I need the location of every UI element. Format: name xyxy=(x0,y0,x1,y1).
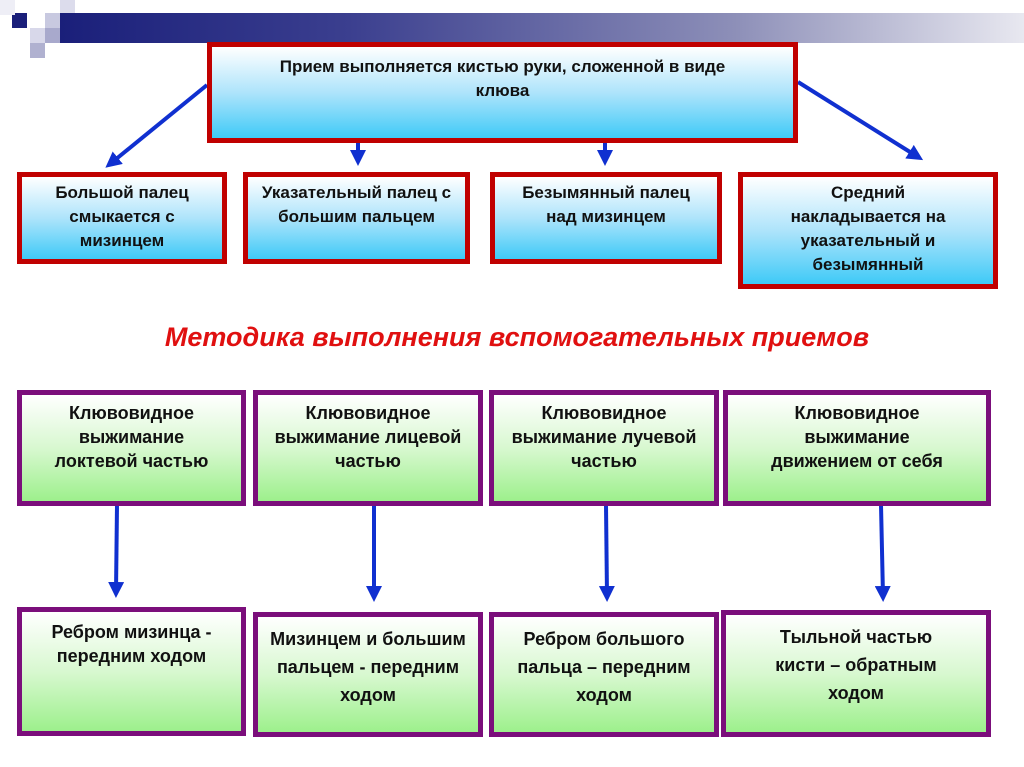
technique-box: Клювовидное выжимание движением от себя xyxy=(723,390,991,506)
result-box: Ребром мизинца - передним ходом xyxy=(17,607,246,736)
technique-box: Клювовидное выжимание локтевой частью xyxy=(17,390,246,506)
finger-box: Средний накладывается на указательный и … xyxy=(738,172,998,289)
top-box: Прием выполняется кистью руки, сложенной… xyxy=(207,42,798,143)
arrow xyxy=(874,504,891,602)
arrow xyxy=(108,504,125,598)
technique-box: Клювовидное выжимание лучевой частью xyxy=(489,390,719,506)
arrow xyxy=(796,80,924,161)
section-title: Методика выполнения вспомогательных прие… xyxy=(164,322,870,352)
finger-box: Безымянный палец над мизинцем xyxy=(490,172,722,264)
finger-box: Указательный палец с большим пальцем xyxy=(243,172,470,264)
arrow xyxy=(598,504,615,602)
result-box: Ребром большого пальца – передним ходом xyxy=(489,612,719,737)
technique-box: Клювовидное выжимание лицевой частью xyxy=(253,390,483,506)
result-box: Тыльной частью кисти – обратным ходом xyxy=(721,610,991,737)
arrow xyxy=(105,83,209,168)
finger-box: Большой палец смыкается с мизинцем xyxy=(17,172,227,264)
result-box: Мизинцем и большим пальцем - передним хо… xyxy=(253,612,483,737)
